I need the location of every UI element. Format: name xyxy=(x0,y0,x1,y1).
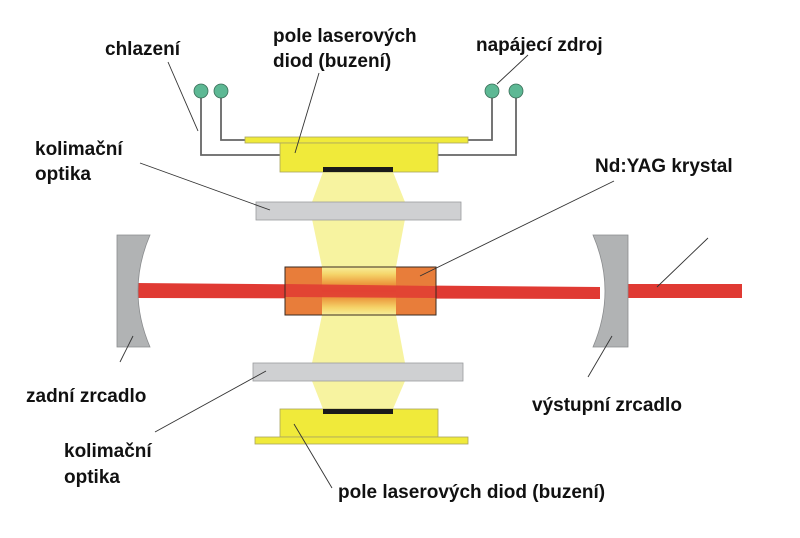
power-wire-inner xyxy=(468,97,493,141)
leader-output-mirror xyxy=(587,335,613,378)
power-wire-outer xyxy=(438,97,517,156)
cooling-connector-2 xyxy=(213,83,229,99)
cooling-connector-1 xyxy=(193,83,209,99)
label-diode-bottom: pole laserových diod (buzení) xyxy=(338,482,605,503)
laser-beam-output xyxy=(628,284,742,298)
label-collimator-top-line1: kolimační xyxy=(35,139,123,160)
bottom-collimator xyxy=(252,362,464,382)
leader-diode-top xyxy=(294,72,320,154)
label-power-supply: napájecí zdroj xyxy=(476,35,603,56)
leader-rear-mirror xyxy=(119,335,134,363)
label-crystal: Nd:YAG krystal xyxy=(595,156,733,177)
leader-diode-bottom xyxy=(293,423,333,489)
top-collimator xyxy=(255,201,462,221)
label-diode-top-line1: pole laserových xyxy=(273,26,417,47)
leader-output-beam xyxy=(656,237,709,288)
label-rear-mirror: zadní zrcadlo xyxy=(26,386,146,407)
bottom-diode-plate xyxy=(254,436,469,445)
cooling-wire-outer xyxy=(200,97,280,156)
leader-collimator-top xyxy=(139,162,271,211)
label-collimator-bottom-line1: kolimační xyxy=(64,441,152,462)
pump-light-bottom xyxy=(312,315,405,409)
bottom-diode-emitter xyxy=(323,409,393,414)
cooling-wire-inner xyxy=(220,97,245,141)
power-connector-1 xyxy=(484,83,500,99)
leader-power xyxy=(496,54,529,85)
leader-collimator-bottom xyxy=(154,370,267,433)
label-output-mirror: výstupní zrcadlo xyxy=(532,395,682,416)
crystal-outline xyxy=(284,266,437,316)
label-collimator-bottom-line2: optika xyxy=(64,467,120,488)
rear-mirror xyxy=(116,234,151,348)
label-collimator-top-line2: optika xyxy=(35,164,91,185)
label-diode-top-line2: diod (buzení) xyxy=(273,51,391,72)
top-diode-plate xyxy=(244,136,469,144)
leader-crystal xyxy=(419,180,615,277)
label-cooling: chlazení xyxy=(105,39,181,60)
top-diode-emitter xyxy=(323,167,393,172)
leader-cooling xyxy=(167,61,199,132)
output-mirror xyxy=(592,234,629,348)
power-connector-2 xyxy=(508,83,524,99)
crystal-beam xyxy=(285,284,436,298)
